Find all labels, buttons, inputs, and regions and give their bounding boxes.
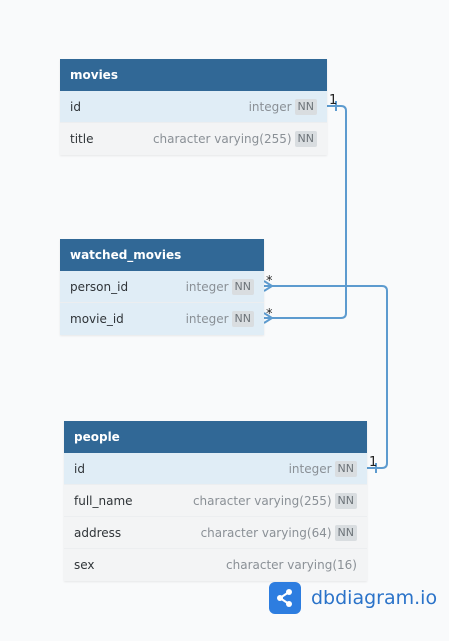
- not-null-badge: NN: [294, 98, 317, 115]
- field-row-movie-id[interactable]: movie_id integer NN: [60, 303, 264, 335]
- table-people[interactable]: people id integer NN full_name character…: [64, 421, 367, 581]
- type-label: integer: [185, 312, 229, 326]
- crowsfoot-movie-id: [263, 312, 274, 324]
- field-name: title: [70, 132, 94, 146]
- table-header[interactable]: people: [64, 421, 367, 453]
- field-name: movie_id: [70, 312, 124, 326]
- field-name: sex: [74, 558, 95, 572]
- type-label: integer: [248, 99, 292, 114]
- field-type: integer NN: [248, 98, 317, 115]
- field-row-address[interactable]: address character varying(64) NN: [64, 517, 367, 549]
- share-icon: [269, 582, 301, 614]
- dbdiagram-brand[interactable]: dbdiagram.io: [269, 582, 437, 614]
- field-type: integer NN: [288, 460, 357, 477]
- field-type: character varying(255) NN: [192, 492, 357, 509]
- brand-text: dbdiagram.io: [311, 587, 438, 609]
- field-name: person_id: [70, 279, 129, 294]
- type-label: integer: [288, 461, 332, 476]
- type-label: character varying(255): [152, 132, 292, 146]
- field-type: character varying(16): [226, 558, 357, 572]
- field-row-full-name[interactable]: full_name character varying(255) NN: [64, 485, 367, 517]
- field-name: id: [74, 461, 85, 476]
- type-label: character varying(64): [200, 525, 332, 540]
- table-header[interactable]: watched_movies: [60, 239, 264, 271]
- table-watched-movies[interactable]: watched_movies person_id integer NN movi…: [60, 239, 264, 335]
- type-label: character varying(255): [192, 493, 332, 508]
- field-type: character varying(64) NN: [200, 524, 357, 541]
- field-row-id[interactable]: id integer NN: [60, 91, 327, 123]
- field-row-title[interactable]: title character varying(255) NN: [60, 123, 327, 155]
- field-row-sex[interactable]: sex character varying(16): [64, 549, 367, 581]
- card-person-id: *: [266, 274, 273, 289]
- field-row-id[interactable]: id integer NN: [64, 453, 367, 485]
- link-movies-watched: [264, 105, 347, 319]
- not-null-badge: NN: [231, 278, 254, 295]
- field-name: full_name: [74, 493, 133, 508]
- table-header[interactable]: movies: [60, 59, 327, 91]
- not-null-badge: NN: [334, 460, 357, 477]
- crowsfoot-person-id: [263, 280, 274, 292]
- field-row-person-id[interactable]: person_id integer NN: [60, 271, 264, 303]
- not-null-badge: NN: [334, 524, 357, 541]
- link-people-watched: [264, 285, 388, 469]
- field-name: id: [70, 99, 81, 114]
- card-movie-id: *: [266, 307, 273, 322]
- type-label: integer: [185, 279, 229, 294]
- field-type: integer NN: [186, 311, 254, 327]
- field-type: integer NN: [185, 278, 254, 295]
- card-movies-id: 1: [329, 93, 337, 108]
- table-movies[interactable]: movies id integer NN title character var…: [60, 59, 327, 155]
- not-null-badge: NN: [334, 492, 357, 509]
- field-type: character varying(255) NN: [153, 131, 317, 147]
- not-null-badge: NN: [231, 311, 254, 327]
- card-people-id: 1: [369, 455, 377, 470]
- not-null-badge: NN: [294, 131, 317, 147]
- type-label: character varying(16): [226, 558, 357, 572]
- field-name: address: [74, 525, 122, 540]
